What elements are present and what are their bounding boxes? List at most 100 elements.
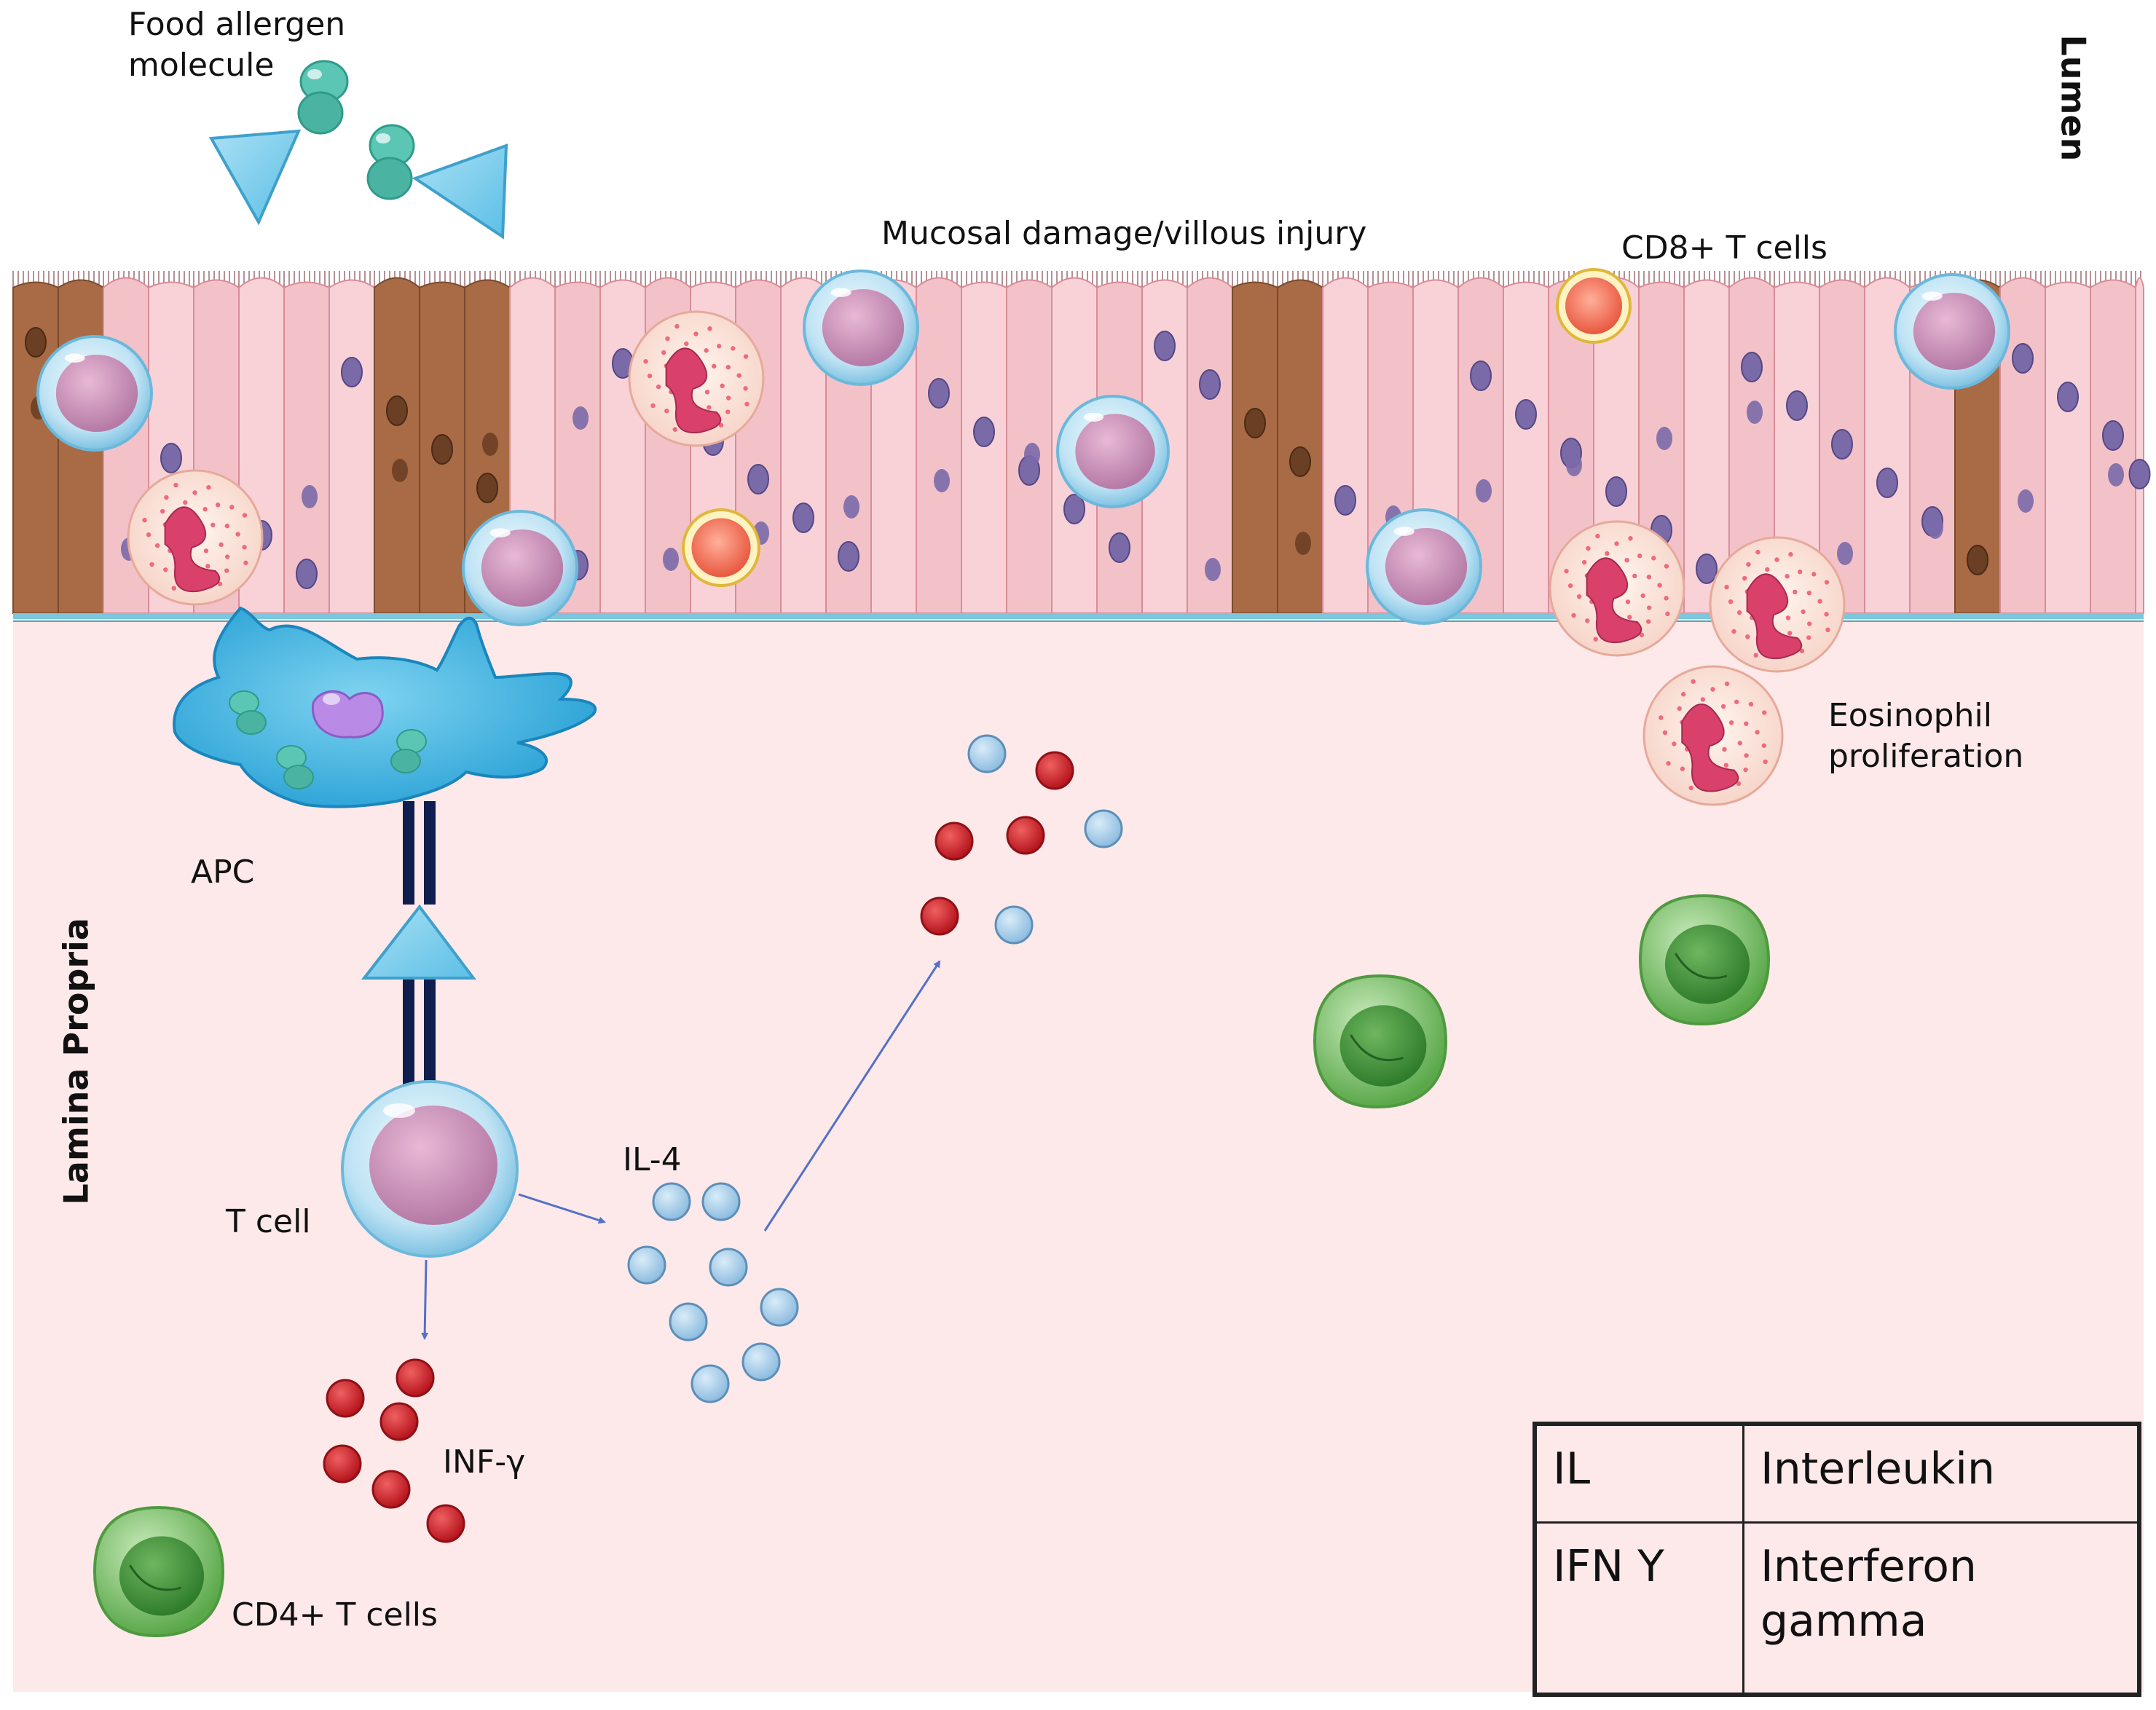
allergen-triangle-2 — [412, 143, 508, 240]
epithelial-nucleus — [1786, 390, 1808, 421]
cd8-label: CD8+ T cells — [1621, 229, 1828, 267]
epithelial-nucleus — [1566, 453, 1582, 476]
il4-cytokine-dot — [652, 1182, 691, 1221]
epithelial-nucleus — [1967, 545, 1988, 575]
epithelial-cell — [961, 281, 1007, 614]
epithelial-nucleus — [1470, 360, 1492, 391]
epithelial-nucleus — [1334, 485, 1356, 516]
epithelial-cell — [2135, 277, 2144, 614]
epithelial-nucleus — [843, 495, 859, 519]
t-cell-label: T cell — [226, 1203, 311, 1240]
cd8-t-cell — [682, 508, 760, 587]
epithelial-nucleus — [2057, 382, 2079, 412]
t-cell — [341, 1080, 519, 1258]
epithelial-nucleus — [663, 548, 679, 571]
epithelial-nucleus — [1876, 468, 1898, 498]
inf-gamma-cytokine-dot — [371, 1470, 411, 1509]
legend-row: IFN Y Interferon gamma — [1535, 1521, 2139, 1695]
epithelial-cell — [1503, 281, 1549, 614]
il4-label: IL-4 — [623, 1141, 682, 1178]
lymphocyte — [803, 269, 919, 386]
epithelial-nucleus — [1205, 558, 1221, 581]
il4-cytokine-dot — [669, 1302, 708, 1341]
inf-gamma-cytokine-dot — [323, 1444, 362, 1484]
epithelial-cell — [374, 277, 420, 614]
epithelial-nucleus — [386, 395, 408, 426]
allergen-triangle-1 — [208, 129, 302, 226]
epithelial-nucleus — [1476, 479, 1492, 503]
epithelial-nucleus — [476, 473, 498, 503]
eosinophil — [1642, 665, 1784, 806]
epithelial-nucleus — [1289, 446, 1311, 477]
abbreviation-legend: IL Interleukin IFN Y Interferon gamma — [1533, 1422, 2141, 1697]
epithelial-nucleus — [838, 541, 859, 572]
lymphocyte — [1894, 273, 2010, 390]
legend-abbr: IFN Y — [1535, 1521, 1744, 1695]
epithelial-nucleus — [1109, 532, 1130, 563]
inf-gamma-cytokine-dot — [426, 1504, 465, 1543]
legend-abbr: IL — [1535, 1423, 1744, 1524]
epithelial-nucleus — [482, 433, 498, 456]
epithelial-nucleus — [1747, 401, 1763, 424]
il4-cytokine-dot — [994, 905, 1034, 945]
eosinophil — [1709, 536, 1846, 673]
mhc-tcr-complex — [361, 801, 477, 1085]
inf-gamma-cytokine-dot — [920, 897, 959, 936]
lymphocyte — [36, 335, 153, 452]
epithelial-nucleus — [160, 443, 182, 473]
il4-cytokine-dot — [760, 1288, 799, 1327]
cd4-t-cell — [1638, 894, 1771, 1026]
epithelial-nucleus — [1656, 427, 1672, 450]
epithelial-nucleus — [2128, 459, 2151, 489]
lumen-label: Lumen — [2053, 34, 2093, 162]
epithelial-nucleus — [1837, 542, 1853, 565]
apc-label: APC — [191, 854, 255, 891]
lymphocyte — [1056, 395, 1170, 508]
epithelial-cell — [328, 279, 375, 614]
epithelial-nucleus — [302, 485, 318, 508]
epithelial-nucleus — [2102, 420, 2124, 451]
il4-cytokine-dot — [701, 1182, 741, 1221]
eosinophil-proliferation-label: Eosinophil proliferation — [1828, 697, 2024, 776]
il4-cytokine-dot — [709, 1248, 748, 1287]
inf-gamma-cytokine-dot — [1006, 816, 1045, 855]
lymphocyte — [462, 510, 578, 626]
arrow-tcell-to-il4 — [518, 1193, 606, 1224]
epithelial-nucleus — [2108, 463, 2124, 486]
arrow-il4-to-cytokines — [763, 960, 941, 1232]
il4-cytokine-dot — [691, 1364, 730, 1403]
epithelial-nucleus — [934, 469, 950, 492]
inf-gamma-cytokine-dot — [935, 821, 974, 861]
epithelial-nucleus — [1244, 408, 1266, 438]
epithelial-nucleus — [1741, 352, 1763, 382]
il4-cytokine-dot — [627, 1245, 666, 1285]
allergen-bead-2 — [366, 124, 415, 200]
epithelial-nucleus — [1154, 331, 1176, 361]
food-allergen-label: Food allergen molecule — [128, 6, 346, 84]
epithelial-nucleus — [1024, 443, 1040, 466]
legend-row: IL Interleukin — [1535, 1423, 2139, 1524]
epithelial-nucleus — [2012, 343, 2034, 374]
epithelial-nucleus — [1605, 476, 1627, 507]
epithelial-nucleus — [1696, 553, 1718, 584]
epithelial-nucleus — [1927, 516, 1943, 539]
il4-cytokine-dot — [741, 1342, 781, 1382]
epithelial-cell — [1232, 281, 1278, 614]
il4-cytokine-dot — [967, 734, 1007, 773]
epithelial-nucleus — [341, 357, 363, 387]
epithelial-cell — [916, 277, 962, 614]
inf-gamma-cytokine-dot — [379, 1402, 419, 1441]
epithelial-nucleus — [296, 559, 318, 589]
epithelial-nucleus — [973, 417, 995, 447]
allergen-bead-1 — [297, 60, 349, 135]
epithelial-cell — [1322, 277, 1369, 614]
epithelial-nucleus — [1199, 369, 1221, 400]
epithelial-cell — [599, 279, 646, 614]
inf-gamma-cytokine-dot — [396, 1358, 435, 1398]
cd8-t-cell — [1556, 268, 1632, 344]
eosinophil — [628, 310, 765, 447]
inf-gamma-cytokine-dot — [326, 1379, 365, 1418]
eosinophil — [127, 469, 264, 606]
epithelial-nucleus — [1063, 494, 1085, 524]
